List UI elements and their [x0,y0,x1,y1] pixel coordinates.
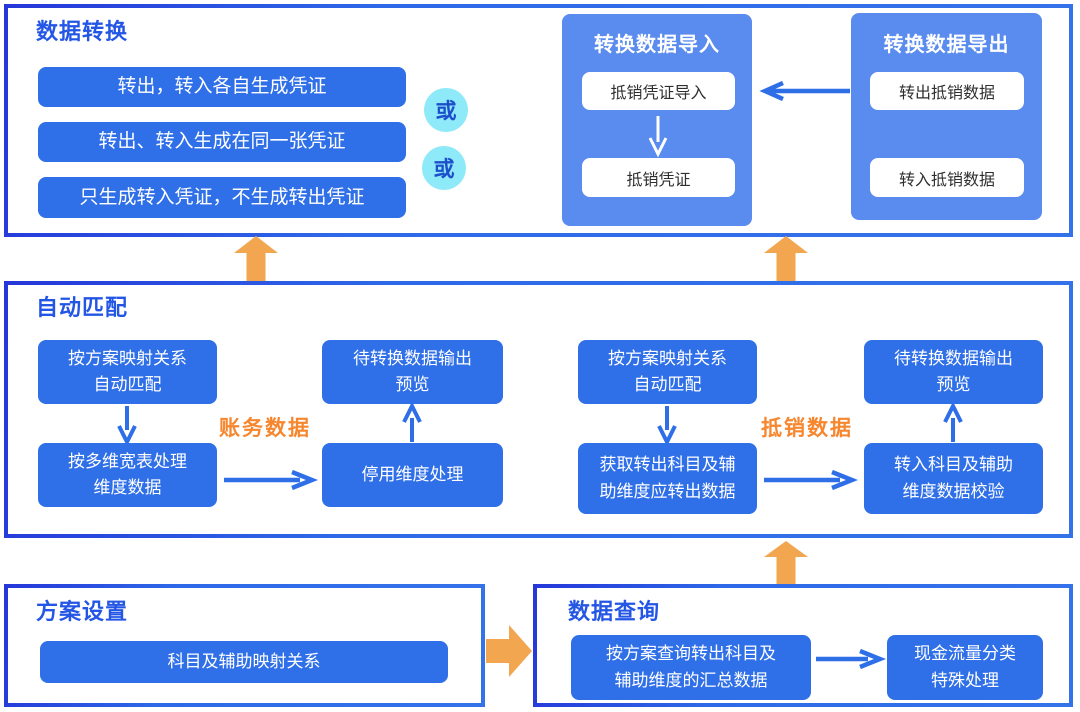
import-step-voucher-import: 抵销凭证导入 [582,72,735,110]
blue-up-arrow-icon [402,404,422,442]
query-box-cashflow: 现金流量分类 特殊处理 [887,635,1043,700]
or-badge-1: 或 [424,88,468,132]
panel-title-auto-match: 自动匹配 [36,295,129,320]
import-step-voucher: 抵销凭证 [582,158,735,197]
flow-label-offset-data: 抵销数据 [761,417,853,440]
or-badge-2: 或 [422,146,466,190]
match-right-box-get-out-data: 获取转出科目及辅 助维度应转出数据 [578,443,757,514]
orange-right-arrow [486,625,532,677]
blue-right-arrow-icon [224,470,318,490]
match-left-box-preview: 待转换数据输出 预览 [322,340,503,404]
match-right-box-auto-match: 按方案映射关系 自动匹配 [578,340,757,404]
subpanel-import-title: 转换数据导入 [594,34,720,56]
flow-label-accounting-data: 账务数据 [219,417,311,440]
match-right-box-verify: 转入科目及辅助 维度数据校验 [864,443,1043,514]
subpanel-export-title: 转换数据导出 [883,34,1010,56]
blue-right-arrow-icon [764,470,858,490]
blue-down-arrow-icon [117,406,137,444]
panel-title-data-query: 数据查询 [568,599,661,624]
blue-up-arrow-icon [943,404,963,442]
blue-right-arrow-icon [816,649,886,669]
panel-title-scheme-setting: 方案设置 [36,599,129,624]
export-item-in-data: 转入抵销数据 [870,158,1024,197]
blue-down-arrow-icon [657,406,677,444]
scheme-box-mapping: 科目及辅助映射关系 [40,641,448,683]
conversion-option-3: 只生成转入凭证，不生成转出凭证 [38,177,406,218]
conversion-option-2: 转出、转入生成在同一张凭证 [38,122,406,162]
panel-title-data-conversion: 数据转换 [36,19,129,44]
match-right-box-preview: 待转换数据输出 预览 [864,340,1043,404]
match-left-box-disabled-dim: 停用维度处理 [322,443,503,507]
white-down-arrow-icon [648,116,668,158]
query-box-summary-data: 按方案查询转出科目及 辅助维度的汇总数据 [571,635,811,700]
orange-up-arrow-bottom [764,541,808,584]
arrow-export-to-import [759,81,850,101]
orange-up-arrow-left [234,236,278,281]
match-left-box-auto-match: 按方案映射关系 自动匹配 [38,340,217,404]
conversion-option-1: 转出，转入各自生成凭证 [38,67,406,107]
export-item-out-data: 转出抵销数据 [870,72,1024,110]
orange-up-arrow-right [764,236,808,281]
match-left-box-wide-table: 按多维宽表处理 维度数据 [38,443,217,507]
